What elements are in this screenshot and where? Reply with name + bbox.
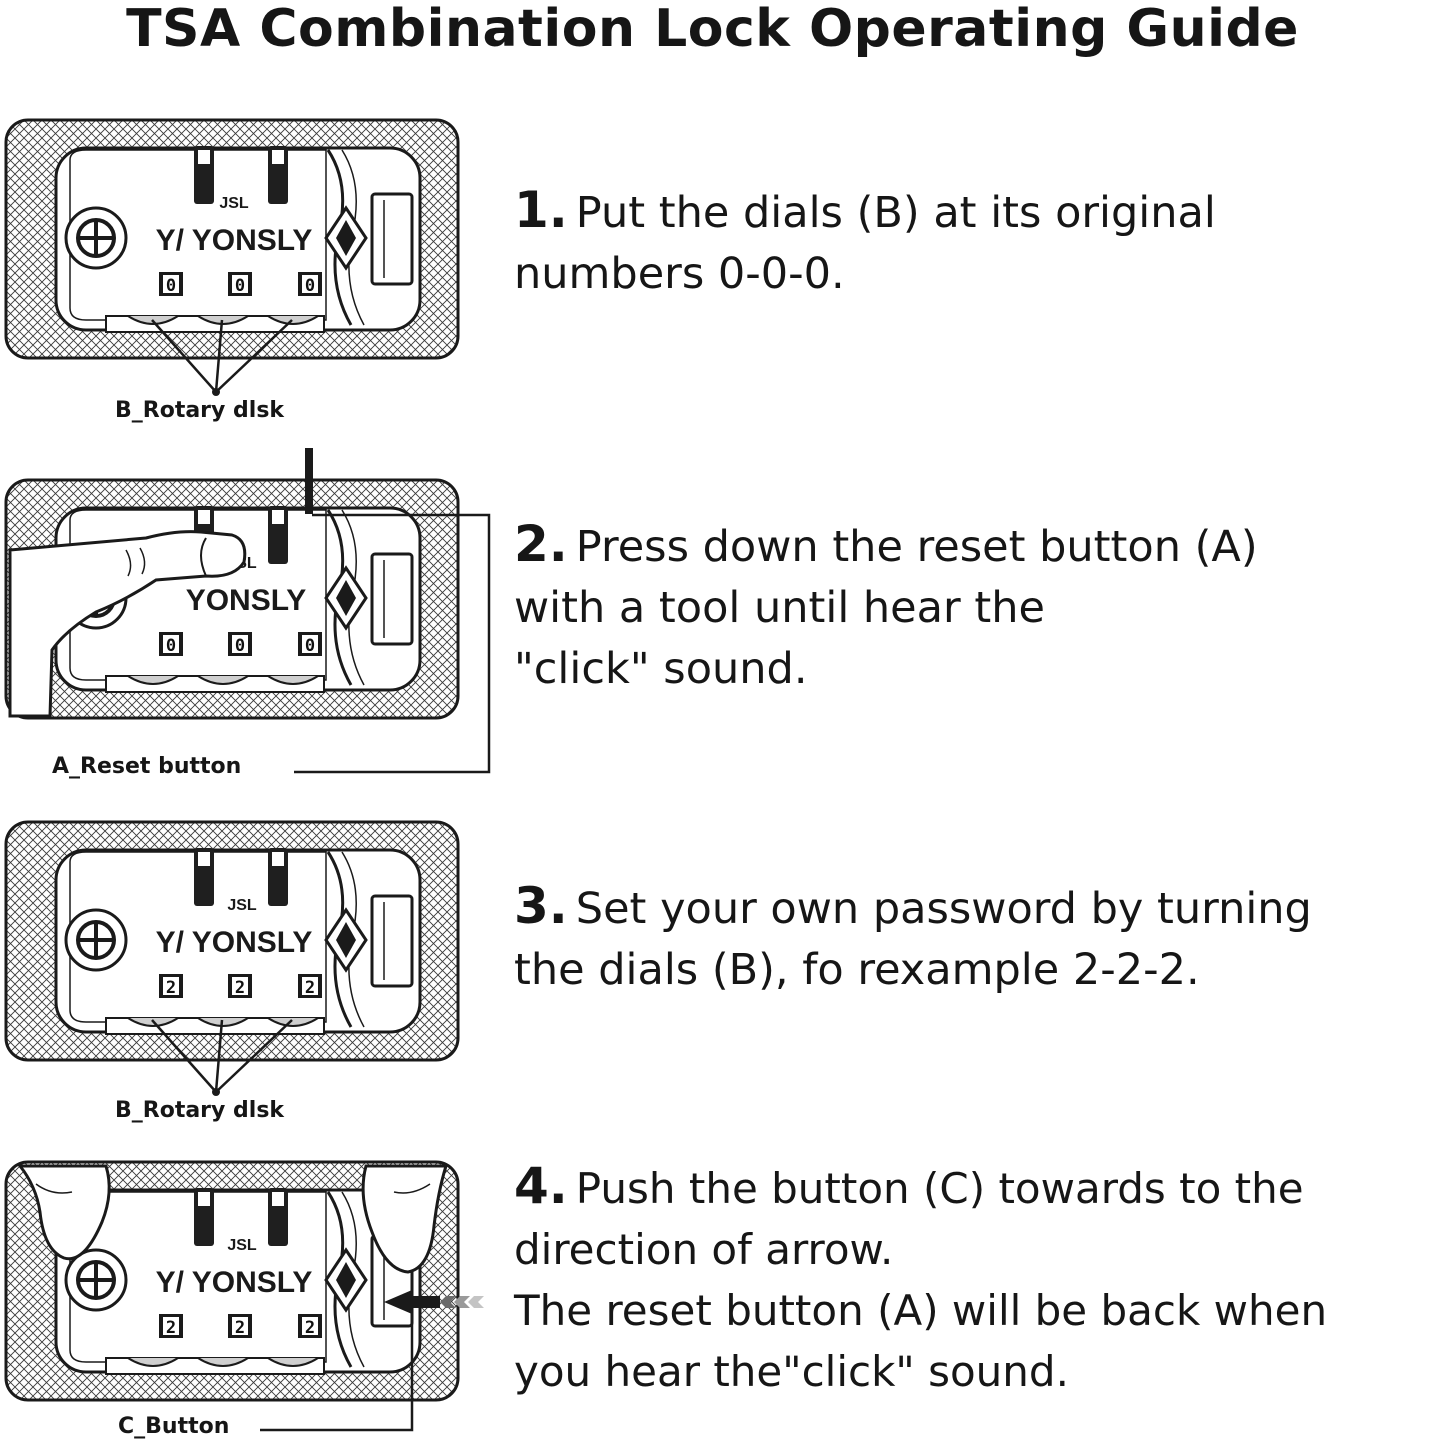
step-text-line: Press down the reset button (A) (575, 522, 1258, 572)
svg-text:0: 0 (166, 276, 176, 296)
step-text-line: numbers 0-0-0. (514, 249, 845, 299)
lock-illustration-4: JSL Y/ YONSLY 2 2 2 (4, 1160, 460, 1402)
lock-model-code: JSL (219, 195, 249, 212)
step-text-line: The reset button (A) will be back when (514, 1286, 1328, 1335)
step-number: 4. (514, 1157, 568, 1215)
label-rotary-disk-3: B_Rotary dlsk (115, 1098, 285, 1123)
dial-digit: 2 (298, 974, 322, 998)
step-text-line: the dials (B), fo rexample 2-2-2. (514, 945, 1200, 995)
step-4: 4.Push the button (C) towards to the dir… (514, 1156, 1444, 1402)
svg-text:2: 2 (235, 1318, 245, 1338)
thumb-right-icon (361, 1164, 449, 1274)
dial-digit: 0 (159, 632, 183, 656)
reset-tool (305, 448, 313, 514)
svg-text:0: 0 (305, 276, 315, 296)
step-number: 2. (514, 515, 568, 573)
lock-brand: Y/ YONSLY (156, 1266, 313, 1299)
svg-text:2: 2 (235, 978, 245, 998)
dial-digit: 2 (159, 1314, 183, 1338)
lock-model-code: JSL (227, 1237, 257, 1254)
lock-model-code: JSL (227, 897, 257, 914)
svg-text:2: 2 (305, 1318, 315, 1338)
step-2: 2.Press down the reset button (A) with a… (514, 514, 1444, 700)
step-number: 3. (514, 877, 568, 935)
lock-illustration-3: JSL Y/ YONSLY 2 2 2 (4, 820, 460, 1062)
callout-lines-rotary-3 (151, 1019, 293, 1093)
step-text-line: Set your own password by turning (575, 884, 1312, 934)
svg-text:0: 0 (235, 636, 245, 656)
lock-brand: Y/ YONSLY (156, 926, 313, 959)
callout-line-reset (294, 513, 491, 774)
lock-illustration-2: JSL YONSLY 0 0 0 (4, 478, 460, 720)
dial-digit: 2 (228, 974, 252, 998)
label-reset-button: A_Reset button (52, 754, 242, 779)
step-text-line: direction of arrow. (514, 1225, 894, 1274)
step-text-line: with a tool until hear the (514, 583, 1045, 633)
dial-digit: 2 (159, 974, 183, 998)
step-text-line: "click" sound. (514, 644, 808, 694)
svg-text:0: 0 (235, 276, 245, 296)
dial-digit: 0 (228, 272, 252, 296)
step-text-line: Push the button (C) towards to the (575, 1164, 1304, 1213)
dial-digit: 2 (228, 1314, 252, 1338)
svg-text:2: 2 (305, 978, 315, 998)
lock-diagrams: JSL Y/ YONSLY 0 0 0 JSL YONSLY 0 0 0 JSL… (4, 118, 491, 1432)
step-1: 1.Put the dials (B) at its original numb… (514, 180, 1444, 305)
svg-text:2: 2 (166, 978, 176, 998)
lock-brand: Y/ YONSLY (156, 224, 313, 257)
dial-digit: 0 (298, 632, 322, 656)
step-text-line: Put the dials (B) at its original (575, 188, 1216, 238)
step-text-line: you hear the"click" sound. (514, 1347, 1069, 1396)
dial-digit: 0 (228, 632, 252, 656)
page-title: TSA Combination Lock Operating Guide (126, 0, 1299, 59)
svg-text:0: 0 (166, 636, 176, 656)
thumb-left-icon (16, 1164, 111, 1261)
lock-brand: YONSLY (186, 584, 307, 617)
callout-lines-rotary-1 (151, 319, 293, 393)
svg-text:2: 2 (166, 1318, 176, 1338)
dial-digit: 0 (159, 272, 183, 296)
dial-digit: 0 (298, 272, 322, 296)
step-3: 3.Set your own password by turning the d… (514, 876, 1444, 1001)
callout-line-button (260, 1280, 414, 1432)
lock-illustration-1: JSL Y/ YONSLY 0 0 0 (4, 118, 460, 360)
label-c-button: C_Button (118, 1414, 230, 1439)
step-number: 1. (514, 181, 568, 239)
dial-digit: 2 (298, 1314, 322, 1338)
svg-text:0: 0 (305, 636, 315, 656)
label-rotary-disk-1: B_Rotary dlsk (115, 398, 285, 423)
